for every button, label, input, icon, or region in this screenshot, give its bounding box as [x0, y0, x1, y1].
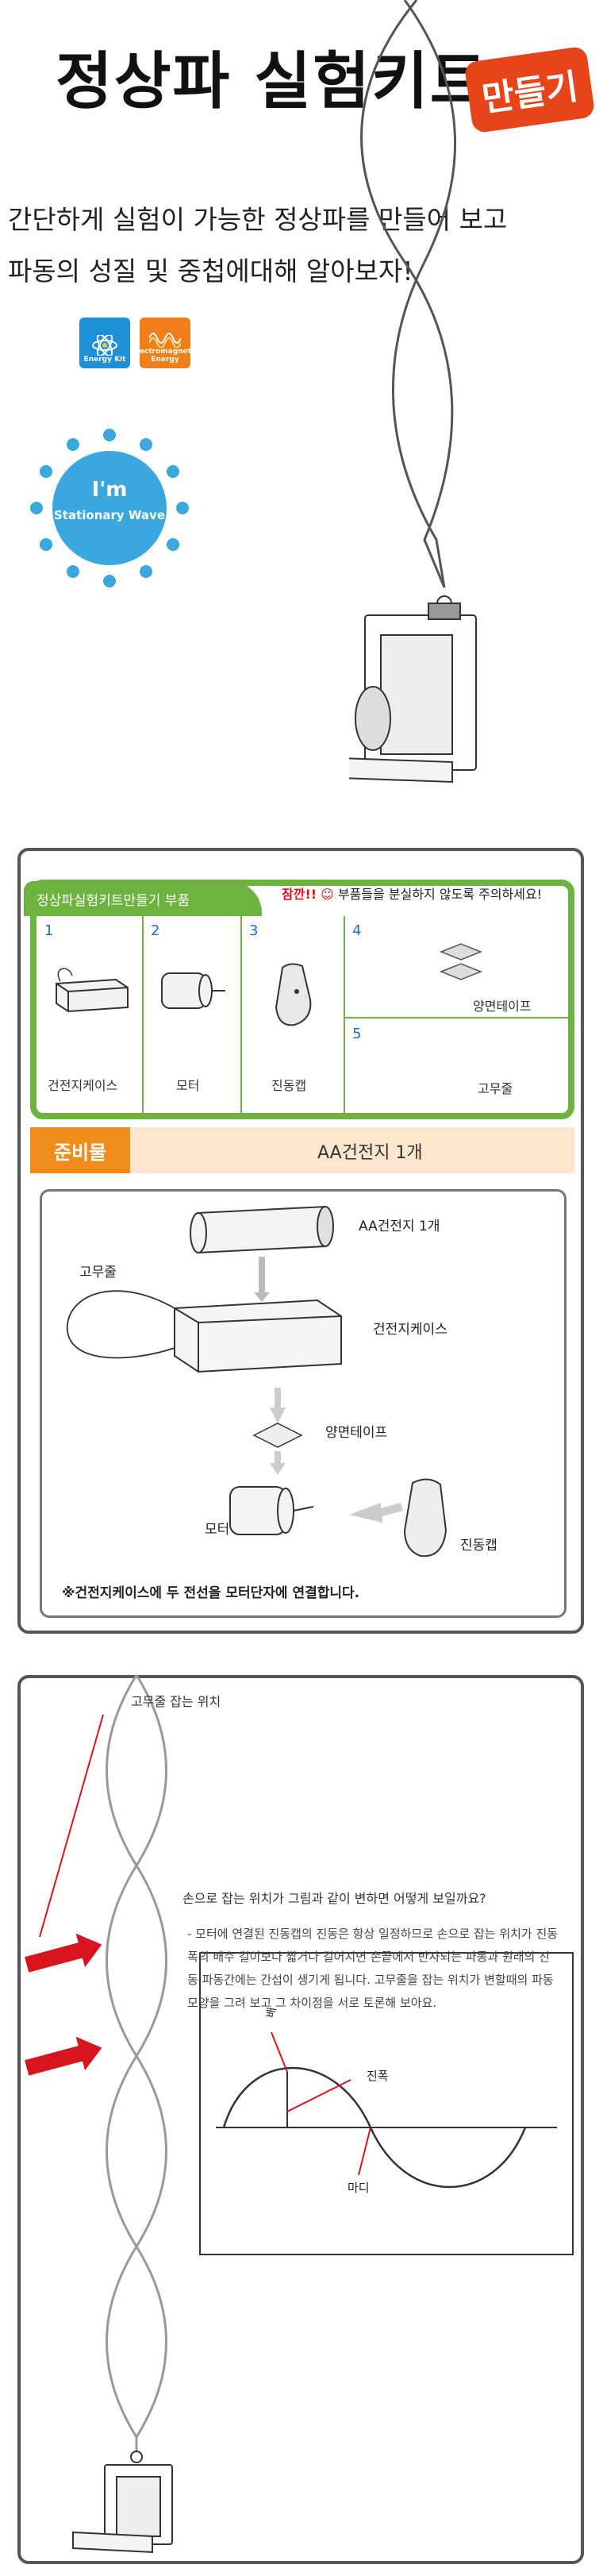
part-4-number: 4: [352, 922, 362, 939]
part-3-label: 진동캡: [271, 1078, 307, 1093]
parts-grid-lines: [142, 916, 568, 1113]
vibration-cap-icon: [275, 963, 312, 1026]
electromagnetic-label: Electromagnetic Energy: [132, 348, 198, 364]
energy-kit-logo: Energy Kit: [79, 318, 130, 368]
warning-prefix: 잠깐!!: [282, 887, 317, 902]
label-cap: 진동캡: [460, 1538, 497, 1554]
hold-position-label: 고무줄 잡는 위치: [131, 1694, 221, 1709]
double-sided-tape-icon: [439, 943, 483, 980]
part-5-number: 5: [352, 1026, 362, 1042]
electromagnetic-logo: Electromagnetic Energy: [133, 318, 198, 368]
assembly-diagram-box: [40, 1189, 567, 1618]
part-3-number: 3: [249, 922, 259, 939]
part-4-label: 양면테이프: [473, 999, 532, 1014]
label-rubber: 고무줄: [79, 1265, 117, 1280]
part-1-number: 1: [44, 922, 54, 939]
assembly-diagram: [67, 1205, 447, 1558]
energy-kit-label: Energy Kit: [83, 356, 126, 364]
prep-tag: 준비물: [30, 1127, 130, 1173]
prep-text: AA건전지 1개: [317, 1143, 423, 1163]
assembly-note: ※건전지케이스에 두 전선을 모터단자에 연결합니다.: [62, 1585, 360, 1601]
stamp-graphic: [30, 429, 189, 587]
part-5-label: 고무줄: [478, 1081, 513, 1096]
intro-line-1: 간단하게 실험이 가능한 정상파를 만들어 보고: [8, 204, 508, 235]
header-wave-illustration: [349, 0, 477, 784]
battery-case-icon: [56, 968, 129, 1013]
label-case: 건전지케이스: [373, 1322, 447, 1338]
wave-amplitude-label: 진폭: [367, 2069, 389, 2083]
page-title: 정상파 실험키트: [56, 46, 489, 117]
smile-icon: ☺: [321, 887, 334, 902]
parts-warning: 잠깐!! ☺ 부품들을 분실하지 않도록 주의하세요!: [282, 884, 542, 903]
stamp-line-2: Stationary Wave: [54, 508, 165, 522]
warning-text: 부품들을 분실하지 않도록 주의하세요!: [337, 887, 543, 902]
part-2-number: 2: [151, 922, 160, 939]
atom-icon: [92, 335, 117, 356]
wave-node-label: 마디: [348, 2181, 370, 2195]
stamp-line-1: I'm: [91, 478, 128, 502]
experiment-illustration: [25, 1675, 574, 2554]
experiment-question: 손으로 잡는 위치가 그림과 같이 변하면 어떻게 보일까요?: [182, 1891, 486, 1906]
motor-icon: [161, 972, 225, 1009]
parts-grid: 1 건전지케이스 2 모터 3 진동캡 4 양면테이프 5 고무줄: [36, 916, 568, 1113]
parts-tab: 정상파실험키트만들기 부품: [24, 881, 262, 916]
wave-icon: [149, 333, 181, 348]
label-battery: AA건전지 1개: [359, 1219, 440, 1234]
part-1-label: 건전지케이스: [48, 1078, 118, 1093]
stationary-wave-stamp: I'm Stationary Wave: [30, 429, 189, 587]
label-motor: 모터: [205, 1522, 230, 1538]
part-2-label: 모터: [176, 1078, 200, 1093]
label-tape: 양면테이프: [325, 1425, 388, 1441]
experiment-answer: - 모터에 연결된 진동캡의 진동은 항상 일정하므로 손으로 잡는 위치가 진…: [187, 1927, 559, 2010]
intro-line-2: 파동의 성질 및 중첩에대해 알아보자!: [8, 256, 413, 287]
